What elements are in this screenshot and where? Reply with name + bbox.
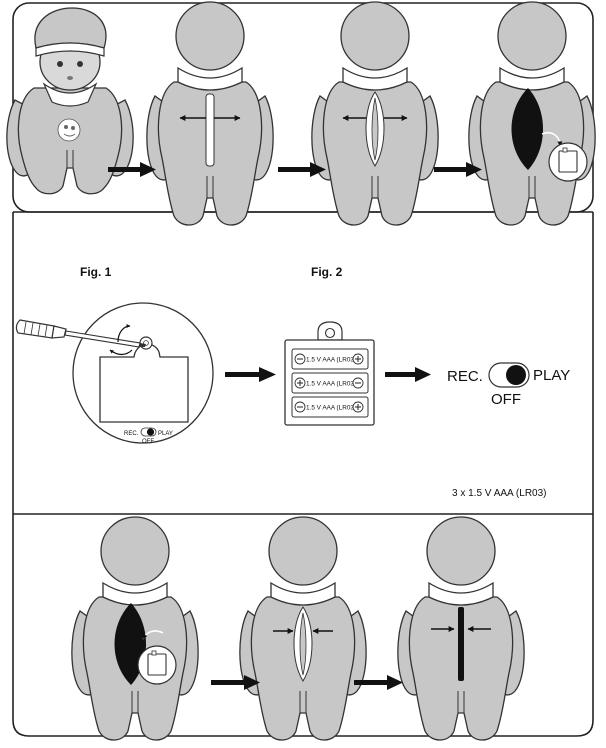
battery-spec: 3 x 1.5 V AAA (LR03) — [452, 488, 547, 499]
doll-back-closed — [146, 1, 274, 226]
screwdriver — [15, 319, 146, 356]
svg-text:1.5 V AAA (LR03): 1.5 V AAA (LR03) — [306, 357, 356, 364]
arrow-fig2-to-switch — [385, 367, 431, 382]
arrow-step-1 — [108, 162, 156, 177]
arrow-step-3 — [434, 162, 482, 177]
svg-text:REC.: REC. — [124, 431, 139, 437]
arrow-step-5 — [211, 675, 260, 690]
panel-bottom-outline — [12, 514, 594, 737]
svg-text:PLAY: PLAY — [158, 431, 173, 437]
svg-text:1.5 V AAA (LR03): 1.5 V AAA (LR03) — [306, 405, 356, 412]
doll-back-closed-final — [397, 516, 525, 741]
battery-box-closeup: REC. PLAY OFF — [72, 302, 214, 445]
switch-off-label: OFF — [491, 391, 521, 408]
battery-compartment: 1.5 V AAA (LR03) 1.5 V AAA (LR03) 1.5 V … — [284, 321, 375, 426]
doll-back-closing — [239, 516, 367, 741]
battery-3: 1.5 V AAA (LR03) — [291, 396, 369, 418]
panel-middle-outline — [12, 212, 594, 514]
fig1-label: Fig. 1 — [80, 265, 112, 279]
switch-knob — [506, 365, 526, 385]
mini-switch: REC. PLAY OFF — [124, 427, 173, 445]
doll-back-opening — [311, 1, 439, 226]
svg-text:OFF: OFF — [142, 439, 154, 445]
battery-1: 1.5 V AAA (LR03) — [291, 348, 369, 370]
arrow-step-2 — [278, 162, 326, 177]
switch-rec-label: REC. — [447, 368, 483, 385]
mode-switch: REC. PLAY OFF — [447, 362, 570, 408]
arrow-step-6 — [354, 675, 403, 690]
doll-front — [6, 7, 134, 195]
doll-back-box-in — [71, 516, 199, 741]
switch-play-label: PLAY — [533, 367, 570, 384]
arrow-fig1-to-fig2 — [225, 367, 276, 382]
fig2-label: Fig. 2 — [311, 265, 343, 279]
doll-back-open-box-out — [468, 1, 596, 226]
battery-2: 1.5 V AAA (LR03) — [291, 372, 369, 394]
svg-text:1.5 V AAA (LR03): 1.5 V AAA (LR03) — [306, 381, 356, 388]
